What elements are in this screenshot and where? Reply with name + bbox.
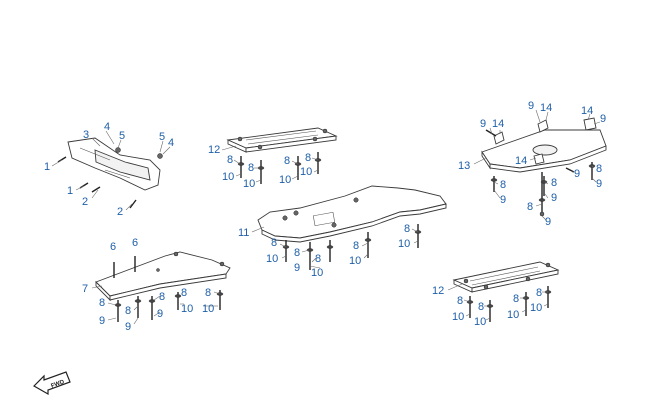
callout-10: 10: [222, 171, 234, 183]
fwd-arrow-icon: [33, 371, 71, 396]
fwd-direction-badge: FWD: [33, 371, 71, 396]
center-skid-plate: [257, 185, 447, 270]
callout-10: 10: [279, 174, 291, 186]
callout-3: 3: [83, 129, 89, 141]
callout-14: 14: [515, 155, 527, 167]
callout-8: 8: [271, 237, 277, 249]
callout-9: 9: [125, 321, 131, 333]
callout-10: 10: [452, 311, 464, 323]
callout-10: 10: [530, 302, 542, 314]
fwd-label: FWD: [50, 379, 66, 390]
right-upper-plate: [481, 117, 607, 217]
callout-4: 4: [168, 137, 174, 149]
leader-lines-center: [251, 226, 419, 269]
callout-8: 8: [305, 152, 311, 164]
callout-9: 9: [157, 308, 163, 320]
callout-1: 1: [67, 185, 73, 197]
callout-10: 10: [202, 303, 214, 315]
callout-14: 14: [492, 118, 504, 130]
callout-14: 14: [540, 102, 552, 114]
callout-13: 13: [458, 160, 470, 172]
callout-labels: 1 1 2 2 3 4 5 5 4 12 8 10 8 10 8 10 8 10…: [44, 100, 606, 333]
callout-2: 2: [117, 206, 123, 218]
callout-4: 4: [104, 121, 110, 133]
callout-9: 9: [551, 192, 557, 204]
leader-lines-left-lower: [91, 285, 221, 325]
callout-11: 11: [238, 227, 249, 239]
callout-8: 8: [596, 163, 602, 175]
callout-5: 5: [159, 131, 165, 143]
callout-8: 8: [457, 295, 463, 307]
callout-8: 8: [99, 297, 105, 309]
callout-10: 10: [398, 238, 410, 250]
callout-14: 14: [581, 105, 593, 117]
callout-8: 8: [315, 253, 321, 265]
leader-lines-right-upper: [473, 109, 601, 221]
callout-8: 8: [248, 162, 254, 174]
callout-8: 8: [294, 247, 300, 259]
callout-6: 6: [132, 237, 138, 249]
callout-8: 8: [181, 287, 187, 299]
callout-9: 9: [99, 315, 105, 327]
callout-9: 9: [294, 262, 300, 274]
callout-12: 12: [432, 285, 444, 297]
callout-10: 10: [311, 267, 323, 279]
callout-8: 8: [284, 155, 290, 167]
callout-8: 8: [125, 305, 131, 317]
right-lower-plate: [452, 261, 560, 322]
callout-9: 9: [596, 178, 602, 190]
front-guard-assembly: [57, 137, 163, 209]
callout-8: 8: [205, 287, 211, 299]
callout-8: 8: [478, 301, 484, 313]
callout-9: 9: [500, 194, 506, 206]
callout-7: 7: [82, 283, 88, 295]
callout-10: 10: [474, 316, 486, 328]
callout-1: 1: [44, 161, 50, 173]
callout-10: 10: [507, 309, 519, 321]
leader-lines-upper: [221, 145, 319, 183]
upper-center-plate: [226, 127, 338, 184]
callout-9: 9: [545, 216, 551, 228]
callout-8: 8: [353, 240, 359, 252]
callout-8: 8: [500, 179, 506, 191]
leader-lines-right-lower: [447, 283, 549, 321]
callout-8: 8: [227, 154, 233, 166]
callout-9: 9: [528, 100, 534, 112]
callout-12: 12: [208, 144, 220, 156]
callout-6: 6: [110, 241, 116, 253]
left-lower-plate: [95, 251, 231, 322]
callout-8: 8: [527, 201, 533, 213]
callout-8: 8: [551, 177, 557, 189]
callout-10: 10: [300, 166, 312, 178]
callout-9: 9: [600, 113, 606, 125]
callout-10: 10: [243, 178, 255, 190]
leader-lines-front: [51, 130, 171, 211]
callout-9: 9: [574, 168, 580, 180]
callout-8: 8: [513, 293, 519, 305]
callout-2: 2: [82, 196, 88, 208]
callout-8: 8: [536, 287, 542, 299]
callout-5: 5: [119, 130, 125, 142]
callout-10: 10: [266, 253, 278, 265]
callout-9: 9: [480, 118, 486, 130]
callout-8: 8: [159, 291, 165, 303]
callout-10: 10: [349, 255, 361, 267]
callout-8: 8: [404, 223, 410, 235]
callout-10: 10: [181, 303, 193, 315]
